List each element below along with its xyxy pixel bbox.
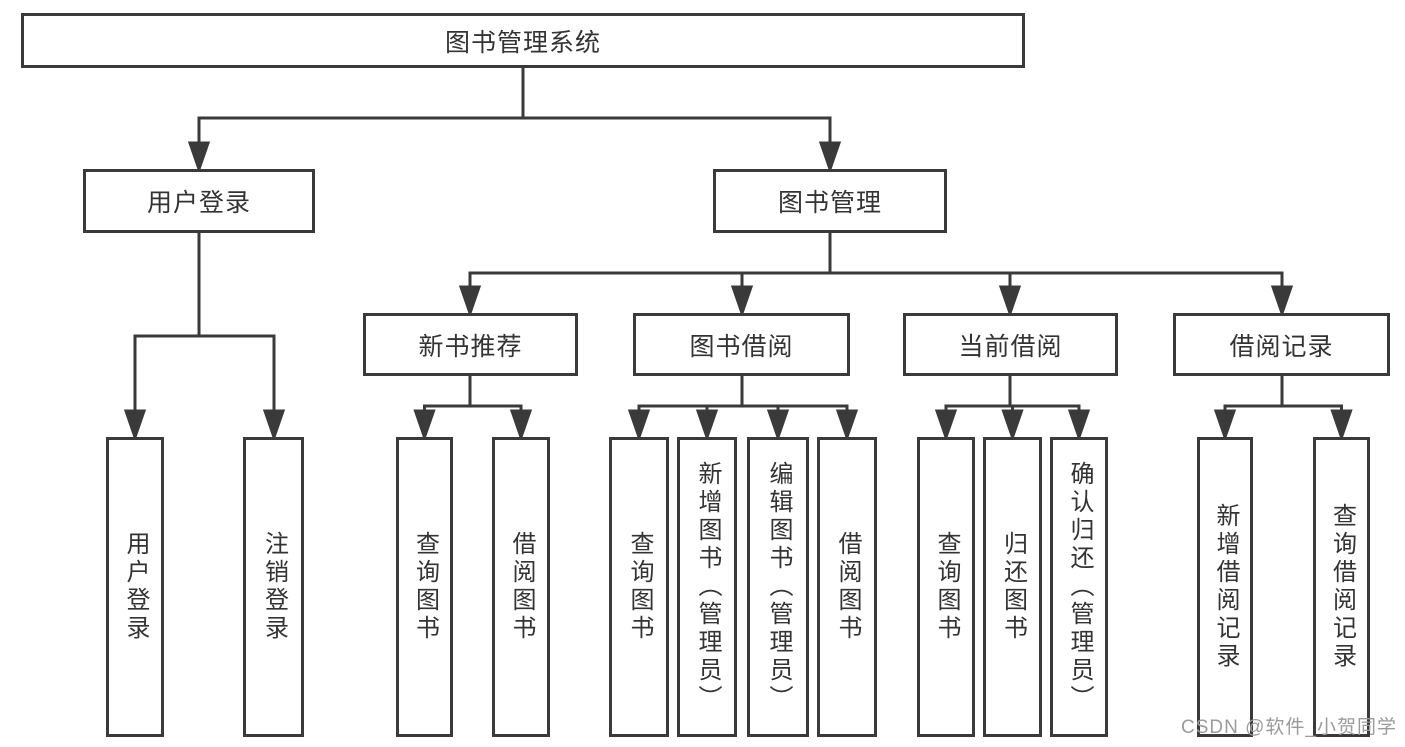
leaf-query-books-1: 查询图书 bbox=[396, 437, 453, 737]
leaf-return-books: 归还图书 bbox=[983, 437, 1042, 737]
node-root-library-system: 图书管理系统 bbox=[21, 13, 1025, 68]
arrowhead-icon bbox=[1213, 409, 1237, 442]
leaf-edit-books-admin: 编辑图书（管理员） bbox=[747, 437, 809, 737]
arrowhead-icon bbox=[730, 285, 754, 318]
node-user-login: 用户登录 bbox=[83, 169, 315, 233]
node-label: 图书管理 bbox=[777, 189, 882, 217]
node-book-management: 图书管理 bbox=[713, 169, 947, 233]
connector-book-borrow-group bbox=[627, 376, 859, 442]
arrowhead-icon bbox=[1270, 285, 1294, 318]
node-label: 图书借阅 bbox=[689, 332, 794, 361]
leaf-label: 确认归还（管理员） bbox=[1066, 461, 1093, 713]
node-label: 用户登录 bbox=[146, 189, 251, 217]
leaf-label: 注销登录 bbox=[260, 531, 288, 643]
arrowhead-icon bbox=[1001, 409, 1024, 442]
arrowhead-icon bbox=[1330, 409, 1353, 442]
leaf-confirm-return-admin: 确认归还（管理员） bbox=[1050, 437, 1108, 737]
node-label: 当前借阅 bbox=[958, 332, 1063, 361]
leaf-user-login: 用户登录 bbox=[106, 437, 164, 737]
connector-root-to-level2 bbox=[187, 68, 842, 174]
leaf-query-books-3: 查询图书 bbox=[917, 437, 975, 737]
leaf-add-books-admin: 新增图书（管理员） bbox=[677, 437, 737, 737]
connector-current-borrow-group bbox=[934, 376, 1091, 442]
leaf-label: 查询图书 bbox=[411, 531, 439, 643]
leaf-label: 借阅图书 bbox=[834, 531, 861, 643]
leaf-add-borrow-record: 新增借阅记录 bbox=[1197, 437, 1253, 737]
arrowhead-icon bbox=[1067, 409, 1091, 442]
arrowhead-icon bbox=[695, 409, 719, 442]
node-new-book-recommend: 新书推荐 bbox=[363, 313, 578, 376]
leaf-logout: 注销登录 bbox=[243, 437, 304, 737]
leaf-label: 查询图书 bbox=[626, 531, 653, 643]
arrowhead-icon bbox=[458, 285, 482, 318]
leaf-label: 用户登录 bbox=[122, 531, 149, 643]
arrowhead-icon bbox=[123, 409, 147, 442]
leaf-label: 编辑图书（管理员） bbox=[765, 461, 792, 713]
arrowhead-icon bbox=[413, 409, 436, 442]
arrowhead-icon bbox=[998, 285, 1022, 318]
node-label: 图书管理系统 bbox=[444, 28, 601, 57]
leaf-label: 借阅图书 bbox=[508, 531, 535, 643]
leaf-query-books-2: 查询图书 bbox=[609, 437, 669, 737]
arrowhead-icon bbox=[835, 409, 859, 442]
leaf-borrow-books-1: 借阅图书 bbox=[492, 437, 550, 737]
leaf-label: 新增借阅记录 bbox=[1212, 503, 1239, 671]
connector-borrow-record-group bbox=[1213, 376, 1353, 442]
csdn-watermark: CSDN @软件_小贺同学 bbox=[1181, 717, 1397, 738]
node-label: 新书推荐 bbox=[418, 332, 523, 361]
arrowhead-icon bbox=[818, 141, 842, 174]
leaf-label: 归还图书 bbox=[999, 531, 1027, 643]
node-book-borrow: 图书借阅 bbox=[633, 313, 850, 376]
leaf-borrow-books-2: 借阅图书 bbox=[817, 437, 877, 737]
leaf-label: 新增图书（管理员） bbox=[694, 461, 721, 713]
connector-book-management-to-level3 bbox=[458, 233, 1294, 318]
node-label: 借阅记录 bbox=[1229, 332, 1334, 361]
connector-user-login-group bbox=[123, 233, 286, 442]
leaf-label: 查询借阅记录 bbox=[1328, 503, 1356, 671]
arrowhead-icon bbox=[934, 409, 958, 442]
node-current-borrow: 当前借阅 bbox=[903, 313, 1118, 376]
leaf-query-borrow-record: 查询借阅记录 bbox=[1313, 437, 1370, 737]
node-borrow-record: 借阅记录 bbox=[1173, 313, 1390, 376]
arrowhead-icon bbox=[262, 409, 286, 442]
arrowhead-icon bbox=[509, 409, 533, 442]
arrowhead-icon bbox=[627, 409, 651, 442]
leaf-label: 查询图书 bbox=[933, 531, 960, 643]
arrowhead-icon bbox=[766, 409, 790, 442]
arrowhead-icon bbox=[187, 141, 211, 174]
connector-new-book-group bbox=[413, 376, 533, 442]
